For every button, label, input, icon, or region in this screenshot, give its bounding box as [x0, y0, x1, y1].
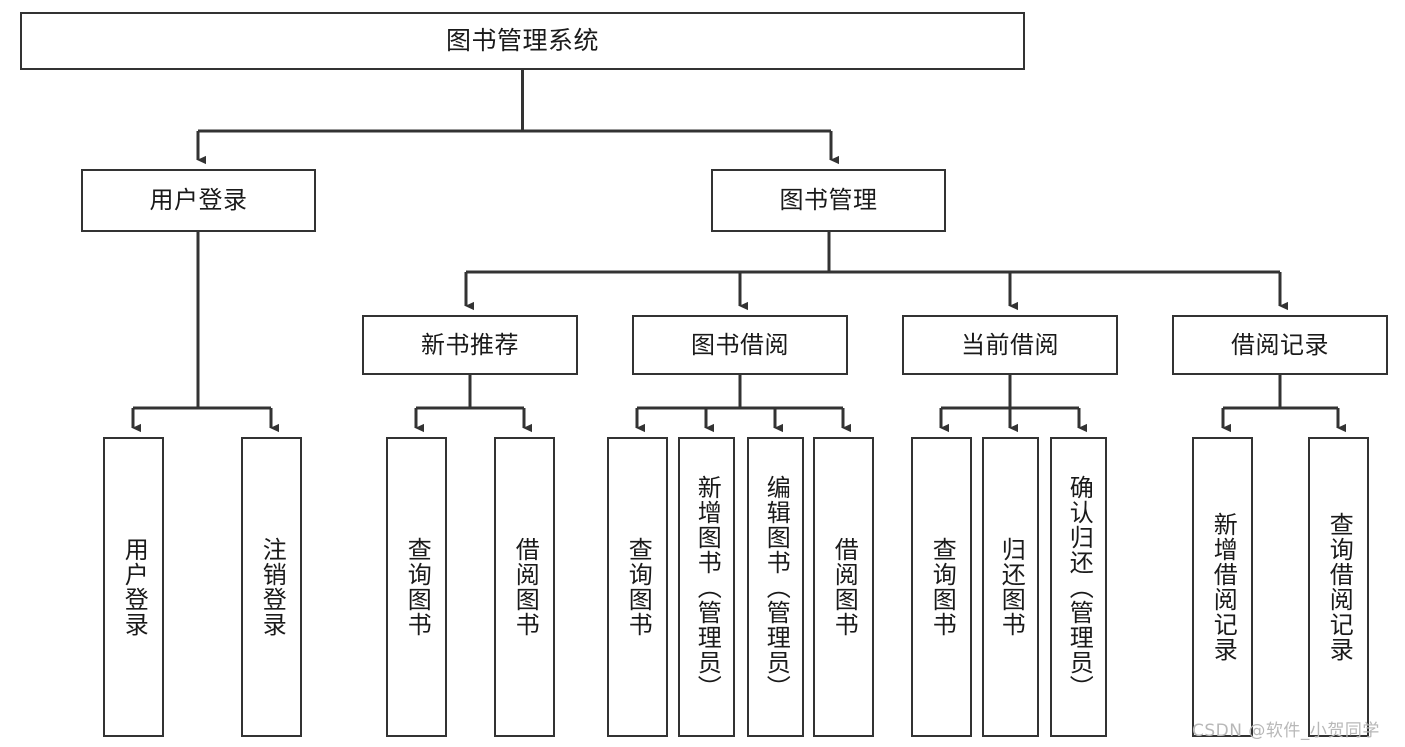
csdn-watermark: CSDN @软件_小贺同学 [1192, 721, 1380, 741]
node-borrow-record[interactable]: 借阅记录 [1172, 315, 1388, 375]
leaf-confirm-return-admin[interactable]: 确认归还（管理员） [1050, 437, 1107, 737]
leaf-return-book[interactable]: 归还图书 [982, 437, 1039, 737]
node-label: 编辑图书（管理员） [762, 474, 791, 700]
leaf-add-borrow-record[interactable]: 新增借阅记录 [1192, 437, 1253, 737]
node-label: 借阅图书 [511, 537, 540, 637]
node-book-management-system[interactable]: 图书管理系统 [20, 12, 1025, 70]
node-label: 用户登录 [120, 537, 149, 637]
node-user-login[interactable]: 用户登录 [81, 169, 316, 232]
node-label: 注销登录 [258, 537, 287, 637]
node-label: 新增图书（管理员） [693, 474, 722, 700]
node-label: 借阅记录 [1231, 330, 1329, 359]
node-label: 确认归还（管理员） [1065, 474, 1094, 700]
node-label: 查询借阅记录 [1325, 512, 1354, 662]
leaf-add-book-admin[interactable]: 新增图书（管理员） [678, 437, 735, 737]
leaf-edit-book-admin[interactable]: 编辑图书（管理员） [747, 437, 804, 737]
leaf-borrow-book-recommend[interactable]: 借阅图书 [494, 437, 555, 737]
leaf-borrow-book[interactable]: 借阅图书 [813, 437, 874, 737]
node-label: 查询图书 [624, 537, 653, 637]
node-label: 图书管理系统 [445, 26, 599, 56]
node-book-management[interactable]: 图书管理 [711, 169, 946, 232]
node-label: 归还图书 [997, 537, 1026, 637]
leaf-query-borrow-record[interactable]: 查询借阅记录 [1308, 437, 1369, 737]
node-label: 用户登录 [149, 186, 248, 215]
node-label: 新增借阅记录 [1209, 512, 1238, 662]
leaf-query-book-current[interactable]: 查询图书 [911, 437, 972, 737]
node-label: 借阅图书 [830, 537, 859, 637]
leaf-query-book-recommend[interactable]: 查询图书 [386, 437, 447, 737]
leaf-query-book-borrow[interactable]: 查询图书 [607, 437, 668, 737]
node-label: 查询图书 [403, 537, 432, 637]
node-label: 当前借阅 [961, 330, 1059, 359]
node-label: 新书推荐 [421, 330, 519, 359]
node-book-borrow[interactable]: 图书借阅 [632, 315, 848, 375]
node-new-book-recommend[interactable]: 新书推荐 [362, 315, 578, 375]
node-label: 查询图书 [928, 537, 957, 637]
node-label: 图书借阅 [691, 330, 789, 359]
node-label: 图书管理 [779, 186, 878, 215]
leaf-user-login[interactable]: 用户登录 [103, 437, 164, 737]
node-current-borrow[interactable]: 当前借阅 [902, 315, 1118, 375]
leaf-logout[interactable]: 注销登录 [241, 437, 302, 737]
